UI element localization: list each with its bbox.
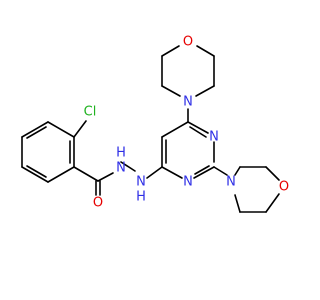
bond [47,166,75,183]
bond [213,166,228,176]
pyrimidine-nitrogen-2-label: N [183,175,193,190]
bond-layer [21,45,280,213]
bond [73,120,87,138]
top-morpholine-oxygen-label: O [183,35,193,50]
bond [193,166,215,179]
bond [161,121,189,138]
bond [120,161,136,172]
bond [97,172,114,182]
hydrazide-nitrogen-1-hydrogen-label: H [116,146,126,161]
bond [195,85,215,97]
atom-label-layer: Cl O N H N H N N N O N O [84,35,289,211]
pyrimidine-nitrogen-1-label: N [209,130,219,145]
bond [234,194,241,213]
top-morpholine-nitrogen-label: N [183,95,193,110]
bond [161,166,183,179]
bond [21,166,49,183]
bond [187,121,209,134]
bond [265,193,280,213]
bond [161,45,180,57]
hydrazide-nitrogen-1-label: N [116,161,126,176]
bond [161,85,181,97]
right-morpholine-nitrogen-label: N [226,175,236,190]
bond [73,166,99,182]
carbonyl-oxygen-label: O [93,196,103,211]
bond [196,45,215,57]
bond [26,126,47,139]
structure-drawing: Cl O N H N H N N N O N O [21,35,289,213]
bond [265,166,280,181]
bond [234,166,241,176]
right-morpholine-oxygen-label: O [279,180,289,195]
hydrazide-nitrogen-2-hydrogen-label: H [136,190,146,205]
bond [21,121,49,138]
molecule-diagram: Cl O N H N H N N N O N O [21,34,290,213]
bond [146,166,163,179]
bond [189,126,207,138]
bond [194,165,210,175]
hydrazide-nitrogen-2-label: N [136,175,146,190]
bond [47,121,75,138]
chlorine-atom-label: Cl [84,105,97,120]
bond [26,165,47,178]
